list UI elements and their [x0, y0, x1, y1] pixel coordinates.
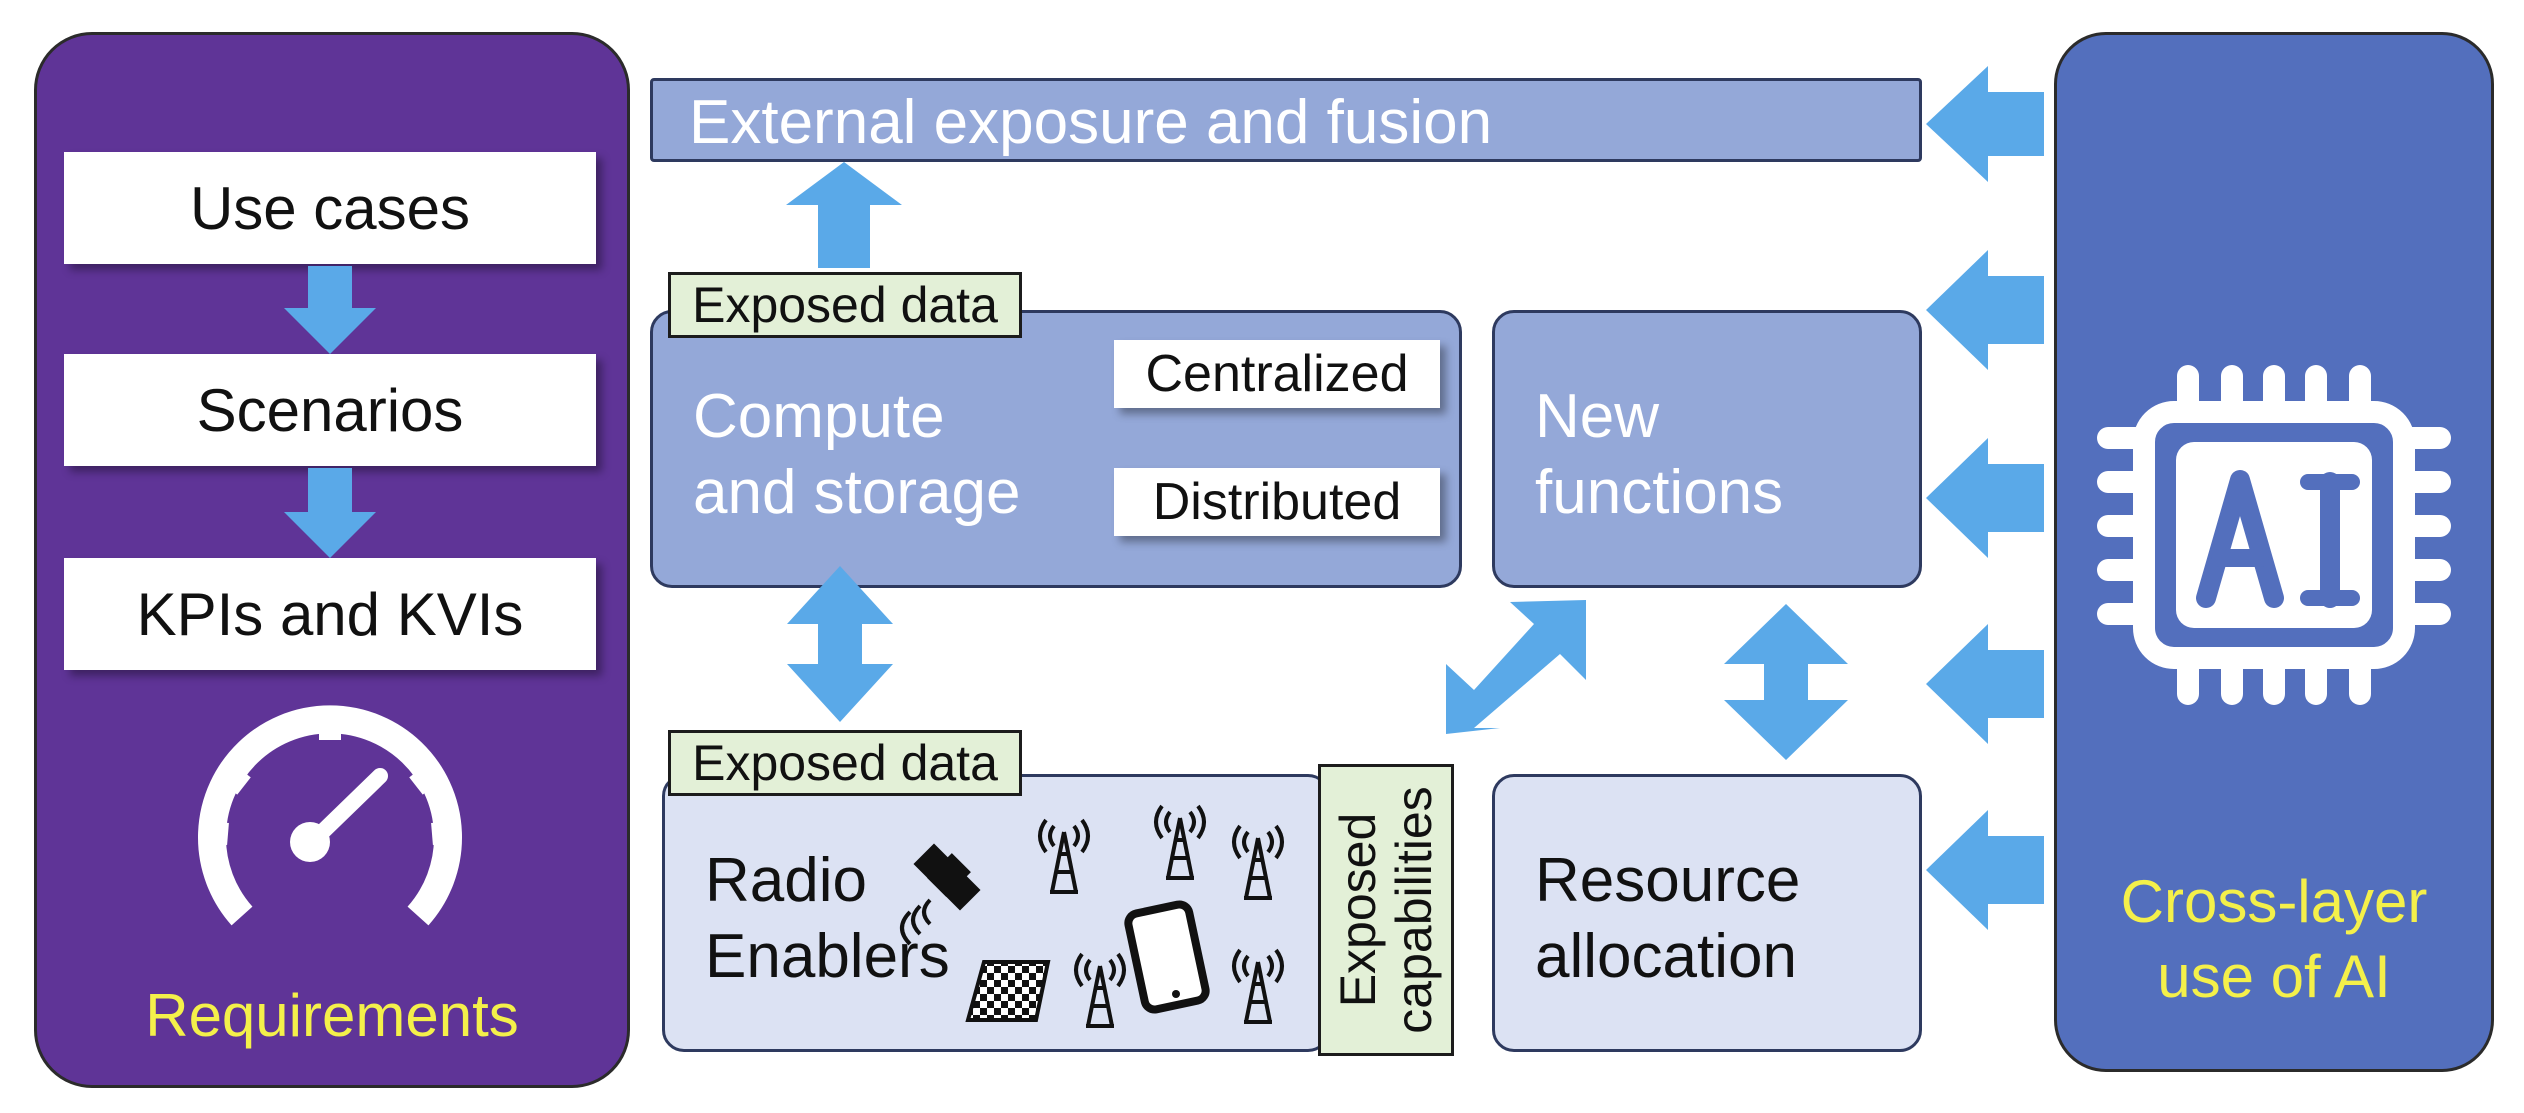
left-arrow-to-external	[1926, 66, 2044, 182]
use-cases-box: Use cases	[64, 152, 596, 264]
radio-enablers-label: Radio Enablers	[705, 843, 950, 994]
external-exposure-label: External exposure and fusion	[689, 88, 1493, 157]
resource-allocation-label: Resource allocation	[1535, 843, 1800, 994]
new-functions-line2: functions	[1535, 457, 1784, 527]
down-arrow-scenarios-kpis	[284, 468, 376, 558]
resource-label-line1: Resource	[1535, 846, 1801, 915]
ai-chip-icon	[2097, 365, 2451, 705]
centralized-option: Centralized	[1114, 340, 1440, 408]
resource-label-line2: allocation	[1535, 921, 1797, 991]
new-functions-box: New functions	[1492, 310, 1922, 588]
scenarios-box: Scenarios	[64, 354, 596, 466]
radio-exposed-data-label: Exposed data	[692, 735, 998, 791]
exposed-capabilities-tag: Exposed capabilities	[1318, 764, 1454, 1056]
left-arrow-to-middle	[1926, 624, 2044, 744]
new-functions-line1: New	[1535, 382, 1660, 451]
radio-exposed-data-tag: Exposed data	[668, 730, 1022, 796]
compute-label-line1: Compute	[693, 382, 945, 451]
radio-label-line1: Radio	[705, 846, 867, 915]
speedometer-icon	[198, 705, 462, 926]
left-arrow-to-resource	[1926, 810, 2044, 930]
radio-label-line2: Enablers	[705, 921, 950, 991]
left-arrow-to-new-functions-upper	[1926, 250, 2044, 370]
centralized-label: Centralized	[1145, 345, 1409, 403]
satellite-icon	[900, 843, 981, 946]
requirements-label: Requirements	[145, 982, 519, 1049]
smartphone-icon	[1124, 900, 1210, 1014]
compute-exposed-data-tag: Exposed data	[668, 272, 1022, 338]
reflective-surface-icon	[965, 960, 1051, 1022]
compute-label-line2: and storage	[693, 457, 1021, 527]
external-exposure-box: External exposure and fusion	[650, 78, 1922, 162]
diagonal-arrow-newfunctions-capabilities	[1446, 600, 1586, 734]
double-arrow-newfunctions-resource	[1724, 604, 1848, 760]
scenarios-label: Scenarios	[196, 376, 464, 444]
new-functions-label: New functions	[1535, 379, 1783, 530]
use-cases-label: Use cases	[189, 174, 471, 242]
cross-layer-label: Cross-layer use of AI	[2054, 864, 2494, 1014]
up-arrow-compute-to-external	[786, 162, 902, 268]
double-arrow-compute-radio	[787, 566, 893, 722]
left-arrow-to-new-functions-lower	[1926, 438, 2044, 558]
cross-layer-label-line1: Cross-layer	[2120, 868, 2428, 935]
compute-storage-label: Compute and storage	[693, 379, 1020, 530]
cross-layer-label-line2: use of AI	[2157, 943, 2391, 1010]
down-arrow-use-cases-scenarios	[284, 266, 376, 354]
distributed-label: Distributed	[1152, 473, 1402, 531]
resource-allocation-box: Resource allocation	[1492, 774, 1922, 1052]
antenna-tower-icon	[1038, 804, 1284, 1028]
compute-exposed-data-label: Exposed data	[692, 277, 998, 333]
kpis-kvis-box: KPIs and KVIs	[64, 558, 596, 670]
kpis-kvis-label: KPIs and KVIs	[136, 580, 524, 648]
distributed-option: Distributed	[1114, 468, 1440, 536]
